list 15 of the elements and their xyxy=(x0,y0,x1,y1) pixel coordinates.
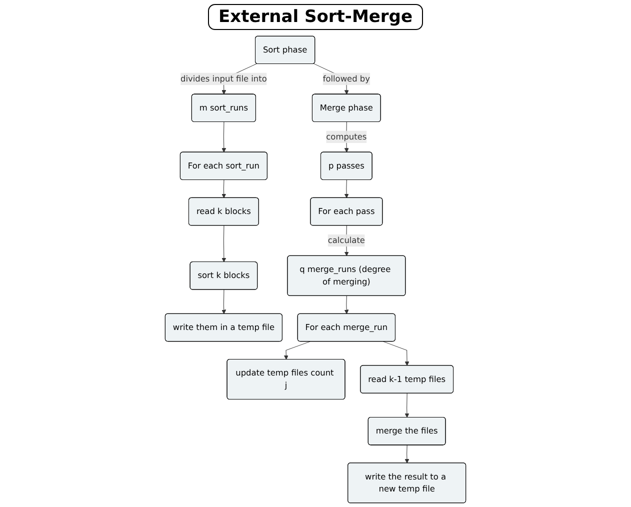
title: External Sort-Merge xyxy=(208,4,424,30)
arrow xyxy=(222,122,226,152)
arrow xyxy=(222,290,226,314)
edge-label: followed by xyxy=(322,74,370,84)
arrow xyxy=(222,180,226,198)
edge-label: calculate xyxy=(328,235,365,246)
arrow xyxy=(344,180,349,198)
arrow xyxy=(284,341,310,360)
arrow xyxy=(404,393,410,418)
edge-label: divides input file into xyxy=(180,74,267,84)
arrow xyxy=(222,225,226,262)
arrow xyxy=(404,444,410,464)
edge-label: computes xyxy=(326,132,367,142)
arrow xyxy=(383,341,410,366)
arrow xyxy=(344,296,349,314)
